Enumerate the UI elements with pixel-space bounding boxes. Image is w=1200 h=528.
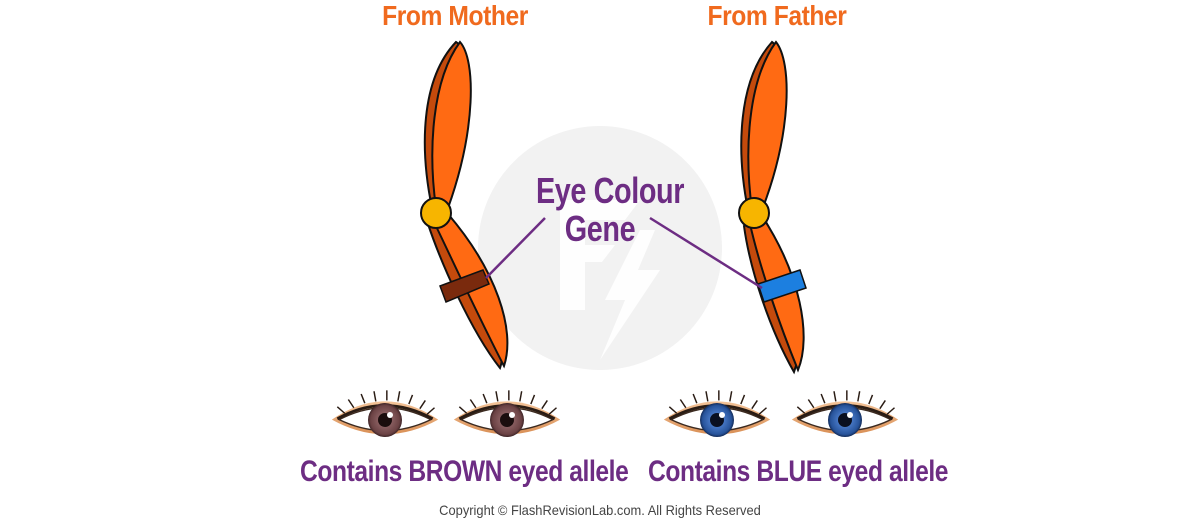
blue-allele-band	[757, 269, 807, 303]
copyright-text: Copyright © FlashRevisionLab.com. All Ri…	[439, 502, 761, 518]
mother-chromosome	[420, 40, 509, 371]
from-father-label: From Father	[707, 0, 847, 31]
watermark-logo	[478, 126, 722, 370]
blue-allele-caption: Contains BLUE eyed allele	[648, 455, 949, 488]
brown-eye-left	[330, 388, 440, 437]
father-centromere	[738, 197, 770, 229]
gene-label-line2: Gene	[564, 208, 636, 249]
brown-allele-caption: Contains BROWN eyed allele	[300, 455, 629, 488]
mother-centromere	[420, 197, 452, 229]
blue-eye-right	[790, 388, 900, 437]
brown-allele-band	[439, 269, 490, 303]
gene-pointer-left	[485, 217, 546, 279]
blue-eye-left	[662, 388, 772, 437]
brown-eye-right	[452, 388, 562, 437]
gene-label-line1: Eye Colour	[536, 170, 685, 211]
father-chromosome	[738, 40, 807, 375]
gene-pointer-right	[649, 216, 763, 290]
from-mother-label: From Mother	[382, 0, 528, 31]
